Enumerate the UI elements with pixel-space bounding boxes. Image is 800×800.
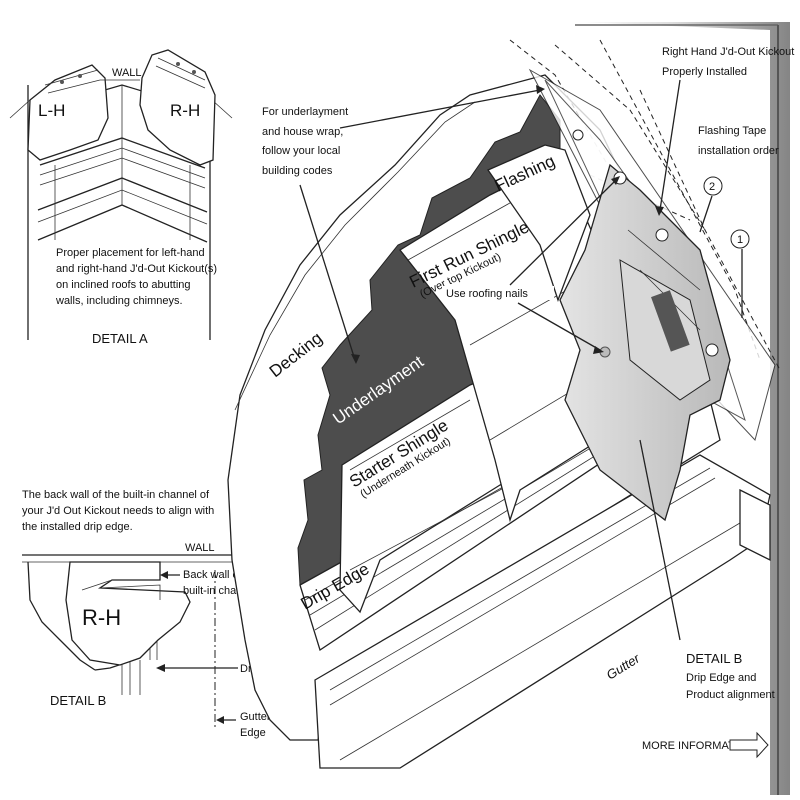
detail-b-caption-main: DETAIL B <box>686 651 742 666</box>
svg-text:Proper placement for left-hand: Proper placement for left-hand <box>56 247 205 259</box>
detail-a-rh-label: R-H <box>170 101 200 120</box>
svg-text:For underlayment: For underlayment <box>262 106 348 118</box>
underlayment-note: For underlayment and house wrap, follow … <box>258 85 545 364</box>
page-edge-shadow <box>575 22 790 795</box>
rh-kickout-icon <box>139 49 216 166</box>
gutter-edge-callout: Gutter Edge <box>216 711 271 739</box>
gutter <box>314 454 771 769</box>
gutter-label: Gutter <box>604 650 643 682</box>
svg-text:Use roofing nails: Use roofing nails <box>446 288 528 300</box>
detail-a-lh-label: L-H <box>38 101 65 120</box>
detail-b-rh-label: R-H <box>82 605 121 630</box>
order-2-label: 2 <box>709 181 715 193</box>
detail-b-intro: The back wall of the built-in channel of… <box>22 489 214 533</box>
svg-text:your J'd Out Kickout needs to: your J'd Out Kickout needs to align with <box>22 505 214 517</box>
detail-a-caption: DETAIL A <box>92 331 148 346</box>
detail-a: WALL L-H R-H Proper placement for left-h… <box>9 49 233 346</box>
detail-b-callout: DETAIL B Drip Edge and Product alignment <box>639 439 775 701</box>
main-roof-illustration: Decking Underlayment Flashing First Run … <box>227 39 794 769</box>
detail-b-wall-label: WALL <box>185 542 215 554</box>
detail-b-section-drawing <box>27 561 216 730</box>
svg-text:follow your local: follow your local <box>262 145 340 157</box>
svg-text:Product alignment: Product alignment <box>686 689 775 701</box>
svg-text:Flashing Tape: Flashing Tape <box>698 125 766 137</box>
svg-text:and right-hand J'd-Out Kickout: and right-hand J'd-Out Kickout(s) <box>56 263 217 275</box>
detail-a-description: Proper placement for left-hand and right… <box>55 247 217 307</box>
detail-a-wall-label: WALL <box>112 67 142 79</box>
flashing-panel <box>487 144 591 302</box>
lh-kickout-icon <box>27 64 109 161</box>
detail-a-roof-drawing <box>9 84 233 340</box>
flashing-tape-callout: Flashing Tape installation order 2 1 <box>698 125 779 318</box>
more-information-label[interactable]: MORE INFORMATION <box>642 740 754 752</box>
svg-text:Edge: Edge <box>240 727 266 739</box>
more-information-link[interactable]: MORE INFORMATION <box>642 731 769 759</box>
svg-text:Right Hand J'd-Out Kickout: Right Hand J'd-Out Kickout <box>662 46 794 58</box>
roofing-nails-callout: Use roofing nails <box>442 176 620 354</box>
svg-text:installation order: installation order <box>698 145 779 157</box>
order-1-label: 1 <box>737 234 743 246</box>
detail-b-caption-left: DETAIL B <box>50 693 106 708</box>
svg-text:Gutter: Gutter <box>240 711 271 723</box>
svg-text:walls, including chimneys.: walls, including chimneys. <box>55 295 183 307</box>
svg-text:on inclined roofs to abutting: on inclined roofs to abutting <box>56 279 191 291</box>
kickout-callout: Right Hand J'd-Out Kickout Properly Inst… <box>655 46 794 216</box>
svg-text:Properly Installed: Properly Installed <box>662 66 747 78</box>
rh-kickout-main <box>559 129 731 522</box>
svg-text:Drip Edge and: Drip Edge and <box>686 672 756 684</box>
svg-text:Back wall of: Back wall of <box>183 569 243 581</box>
svg-text:building codes: building codes <box>262 165 333 177</box>
svg-text:and house wrap,: and house wrap, <box>262 126 343 138</box>
svg-text:The back wall of the built-in: The back wall of the built-in channel of <box>22 489 210 501</box>
svg-text:the installed drip edge.: the installed drip edge. <box>22 521 133 533</box>
arrow-right-icon[interactable] <box>729 731 769 759</box>
